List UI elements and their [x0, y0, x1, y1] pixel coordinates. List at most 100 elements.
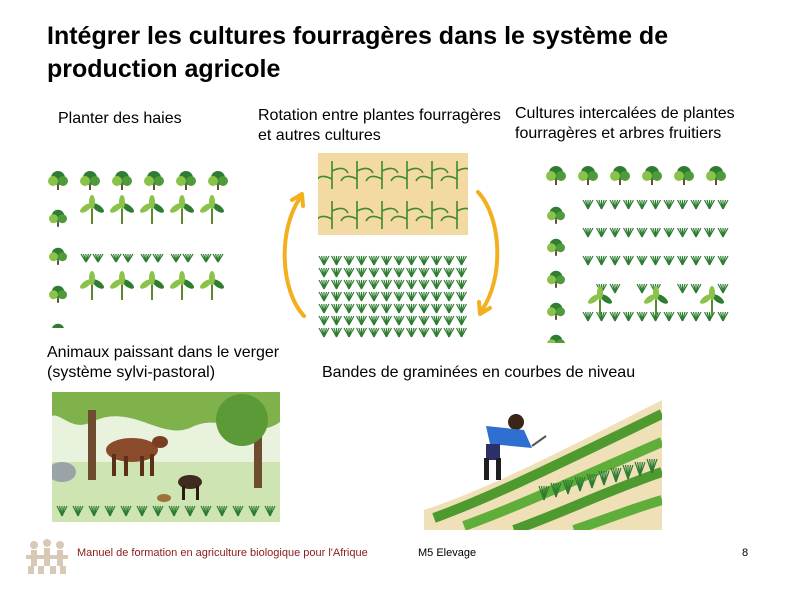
grass-tuft-icon: [636, 255, 648, 266]
grass-tuft-icon: [104, 505, 116, 517]
grass-tuft-icon: [430, 255, 443, 266]
grass-tuft-icon: [380, 279, 393, 290]
grass-tuft-icon: [430, 291, 443, 302]
grass-tuft-icon: [649, 227, 662, 238]
label-plant-hedges: Planter des haies: [58, 110, 182, 127]
slide-title: Intégrer les cultures fourragères dans l…: [47, 22, 669, 83]
grass-tuft-icon: [595, 227, 608, 238]
grass-tuft-icon: [72, 505, 84, 517]
footer-module-name: M5 Elevage: [418, 547, 477, 559]
grass-tuft-icon: [318, 291, 330, 302]
grass-tuft-icon: [717, 227, 729, 238]
cereal-plant-icon: [415, 201, 449, 229]
grass-tuft-icon: [200, 253, 212, 263]
shrub-icon: [578, 166, 598, 185]
grass-tuft-icon: [690, 255, 702, 266]
cereal-plant-icon: [365, 201, 399, 229]
label-contour-grass-strips: Bandes de graminées en courbes de niveau: [322, 364, 636, 381]
grass-tuft-icon: [393, 303, 405, 314]
cereal-plant-icon: [390, 201, 424, 229]
grass-tuft-icon: [676, 199, 689, 210]
grass-tuft-icon: [636, 311, 648, 322]
grass-tuft-icon: [88, 505, 100, 517]
shrub-icon: [48, 171, 68, 190]
cereal-plants: [318, 161, 468, 229]
grass-tuft-icon: [676, 227, 689, 238]
grass-tuft-icon: [405, 315, 418, 326]
banana-plant-icon: [200, 271, 224, 300]
grass-tuft-icon: [595, 311, 608, 322]
grass-tuft-icon: [355, 267, 368, 278]
hedges-illustration: [48, 171, 228, 328]
label-intercropping: Cultures intercalées de plantes fourragè…: [515, 105, 735, 142]
grass-tuft-icon: [110, 253, 122, 263]
grass-tuft-icon: [418, 315, 430, 326]
banana-plant-icon: [80, 195, 104, 224]
grass-tuft-icon: [418, 279, 430, 290]
grass-tuft-icon: [609, 311, 621, 322]
shrub-icon: [49, 247, 67, 265]
grass-tuft-icon: [330, 315, 343, 326]
banana-plant-icon: [700, 286, 724, 315]
grass-tuft-icon: [443, 327, 455, 338]
grass-tuft-icon: [582, 227, 594, 238]
grass-tuft-icon: [636, 227, 648, 238]
grass-tuft-icon: [120, 505, 132, 517]
fodder-grass-field-illustration: [318, 255, 468, 338]
grass-tuft-icon: [330, 267, 343, 278]
grass-tuft-icon: [343, 291, 355, 302]
grass-tuft-icon: [343, 255, 355, 266]
grass-tuft-icon: [368, 291, 380, 302]
grass-tuft-icon: [717, 255, 729, 266]
grass-tuft-icon: [430, 315, 443, 326]
shrub-icon: [610, 166, 630, 185]
cereal-plant-icon: [340, 201, 374, 229]
grass-tuft-icon: [703, 255, 716, 266]
grass-tuft-icon: [405, 279, 418, 290]
grass-tuft-icon: [455, 315, 468, 326]
grass-tuft-icon: [609, 255, 621, 266]
grass-tuft-icon: [330, 279, 343, 290]
grass-tuft-icon: [609, 199, 621, 210]
grass-tuft-icon: [355, 303, 368, 314]
shrub-icon: [547, 270, 565, 288]
grass-tuft-icon: [368, 279, 380, 290]
grass-tuft-icon: [343, 279, 355, 290]
cereal-plant-icon: [390, 161, 424, 189]
grass-tuft-icon: [343, 267, 355, 278]
cereal-plant-icon: [440, 201, 468, 229]
shrub-icon: [176, 171, 196, 190]
grass-tuft-icon: [368, 267, 380, 278]
grass-tuft-icon: [393, 291, 405, 302]
cereal-crop-illustration: [318, 153, 468, 235]
grass-tuft-icon: [430, 267, 443, 278]
grass-tuft-icon: [690, 311, 702, 322]
grass-tuft-icon: [622, 311, 635, 322]
shrub-icon: [547, 206, 565, 224]
grass-tuft-icon: [717, 199, 729, 210]
grass-tuft-icon: [405, 267, 418, 278]
shrub-icon: [674, 166, 694, 185]
grass-tuft-icon: [136, 505, 148, 517]
grass-tuft-icon: [717, 283, 729, 294]
grass-tuft-icon: [140, 253, 152, 263]
grass-tuft-icon: [443, 303, 455, 314]
grass-tuft-icon: [368, 327, 380, 338]
grass-tuft-icon: [663, 199, 675, 210]
grass-tuft-icon: [690, 199, 702, 210]
cereal-plant-icon: [415, 161, 449, 189]
grass-tuft-icon: [232, 505, 244, 517]
grass-tuft-icon: [355, 255, 368, 266]
grass-tuft-icon: [430, 327, 443, 338]
grass-tuft-icon: [92, 253, 104, 263]
grass-tuft-icon: [418, 303, 430, 314]
grass-tuft-icon: [676, 311, 689, 322]
grass-tuft-icon: [622, 199, 635, 210]
grass-tuft-icon: [610, 467, 622, 483]
grass-tuft-icon: [170, 253, 182, 263]
grass-tuft-icon: [609, 283, 621, 294]
grass-tuft-icon: [122, 253, 134, 263]
shrub-icon: [112, 171, 132, 190]
grass-tuft-icon: [393, 327, 405, 338]
grass-tuft-icon: [595, 199, 608, 210]
